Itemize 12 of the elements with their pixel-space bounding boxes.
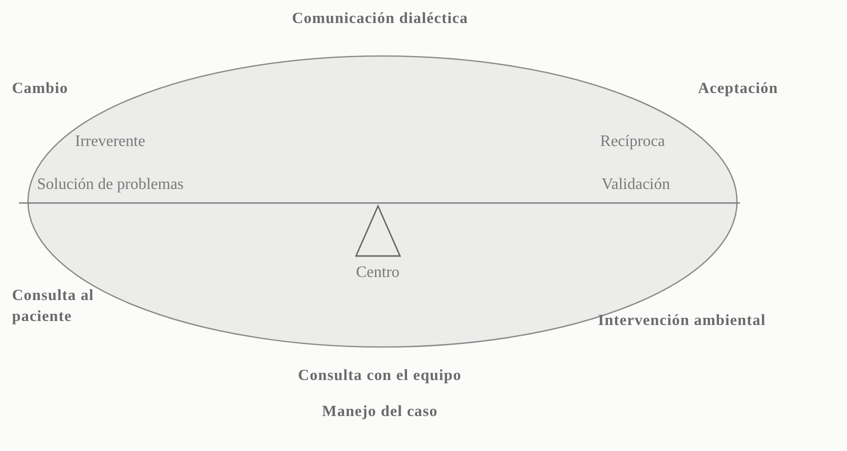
caption-text: Centro	[356, 263, 400, 283]
side-label: Manejo del caso	[322, 402, 438, 422]
side-label: Consulta al paciente	[12, 286, 95, 327]
side-label: Cambio	[12, 79, 68, 99]
side-label: Intervención ambiental	[598, 311, 766, 331]
side-label: Aceptación	[698, 79, 778, 99]
text-label: Irreverente	[75, 132, 146, 152]
side-label: Comunicación dialéctica	[292, 9, 468, 29]
text-label: Solución de problemas	[37, 175, 184, 195]
side-label: Consulta con el equipo	[298, 366, 462, 386]
text-label: Validación	[602, 175, 670, 195]
text-label: Recíproca	[600, 132, 665, 152]
